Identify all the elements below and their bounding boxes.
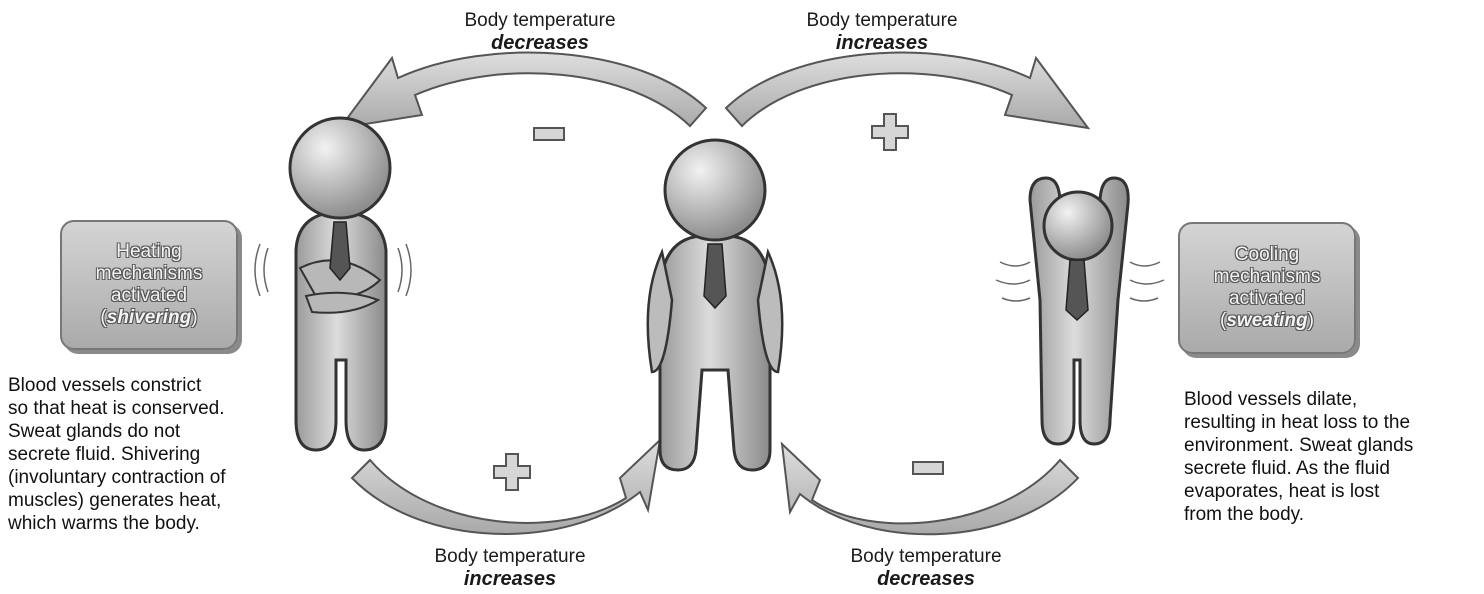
heating-box-emphasis: shivering: [107, 307, 191, 328]
right-description-line: resulting in heat loss to the: [1184, 411, 1480, 434]
left-description-line: so that heat is conserved.: [8, 397, 288, 420]
cooling-box-line1: Cooling: [1180, 244, 1354, 266]
sweating-figure: [996, 178, 1164, 444]
label-bottom-right: Body temperature decreases: [826, 546, 1026, 590]
heating-box-close-paren: ): [191, 307, 197, 328]
label-bottom-left: Body temperature increases: [410, 546, 610, 590]
cooling-box-close-paren: ): [1308, 310, 1314, 331]
right-description-line: Blood vessels dilate,: [1184, 388, 1480, 411]
label-bottom-right-line2: decreases: [826, 568, 1026, 590]
plus-sign-top: [872, 114, 908, 150]
left-description-line: Blood vessels constrict: [8, 374, 288, 397]
left-description-line: muscles) generates heat,: [8, 489, 288, 512]
label-top-left-line2: decreases: [440, 32, 640, 54]
label-top-right: Body temperature increases: [782, 10, 982, 54]
arrow-top-right: [726, 53, 1088, 128]
heating-mechanisms-box: Heating mechanisms activated (shivering): [60, 220, 238, 350]
right-description-line: secrete fluid. As the fluid: [1184, 457, 1480, 480]
label-bottom-left-line2: increases: [410, 568, 610, 590]
label-bottom-right-line1: Body temperature: [850, 546, 1001, 567]
label-bottom-left-line1: Body temperature: [434, 546, 585, 567]
right-description-line: environment. Sweat glands: [1184, 434, 1480, 457]
heating-box-line1: Heating: [62, 241, 236, 263]
heating-box-line4: (shivering): [62, 307, 236, 329]
label-top-right-line2: increases: [782, 32, 982, 54]
label-top-left-line1: Body temperature: [464, 10, 615, 31]
minus-sign-top: [534, 128, 564, 140]
left-description: Blood vessels constrict so that heat is …: [8, 374, 288, 535]
minus-sign-bottom: [913, 462, 943, 474]
cooling-box-line3: activated: [1180, 288, 1354, 310]
left-description-line: (involuntary contraction of: [8, 466, 288, 489]
cooling-box-emphasis: sweating: [1226, 310, 1307, 331]
left-description-line: secrete fluid. Shivering: [8, 443, 288, 466]
label-top-right-line1: Body temperature: [806, 10, 957, 31]
right-description-line: from the body.: [1184, 503, 1480, 526]
cooling-box-line2: mechanisms: [1180, 266, 1354, 288]
left-description-line: Sweat glands do not: [8, 420, 288, 443]
heating-box-line3: activated: [62, 285, 236, 307]
normal-figure: [648, 140, 782, 470]
right-description-line: evaporates, heat is lost: [1184, 480, 1480, 503]
plus-sign-bottom: [494, 454, 530, 490]
heating-box-line2: mechanisms: [62, 263, 236, 285]
left-description-line: which warms the body.: [8, 512, 288, 535]
right-description: Blood vessels dilate, resulting in heat …: [1184, 388, 1480, 526]
arrow-top-left: [340, 53, 706, 128]
arrow-bottom-right: [782, 444, 1078, 534]
cooling-mechanisms-box: Cooling mechanisms activated (sweating): [1178, 222, 1356, 354]
label-top-left: Body temperature decreases: [440, 10, 640, 54]
cooling-box-line4: (sweating): [1180, 310, 1354, 332]
